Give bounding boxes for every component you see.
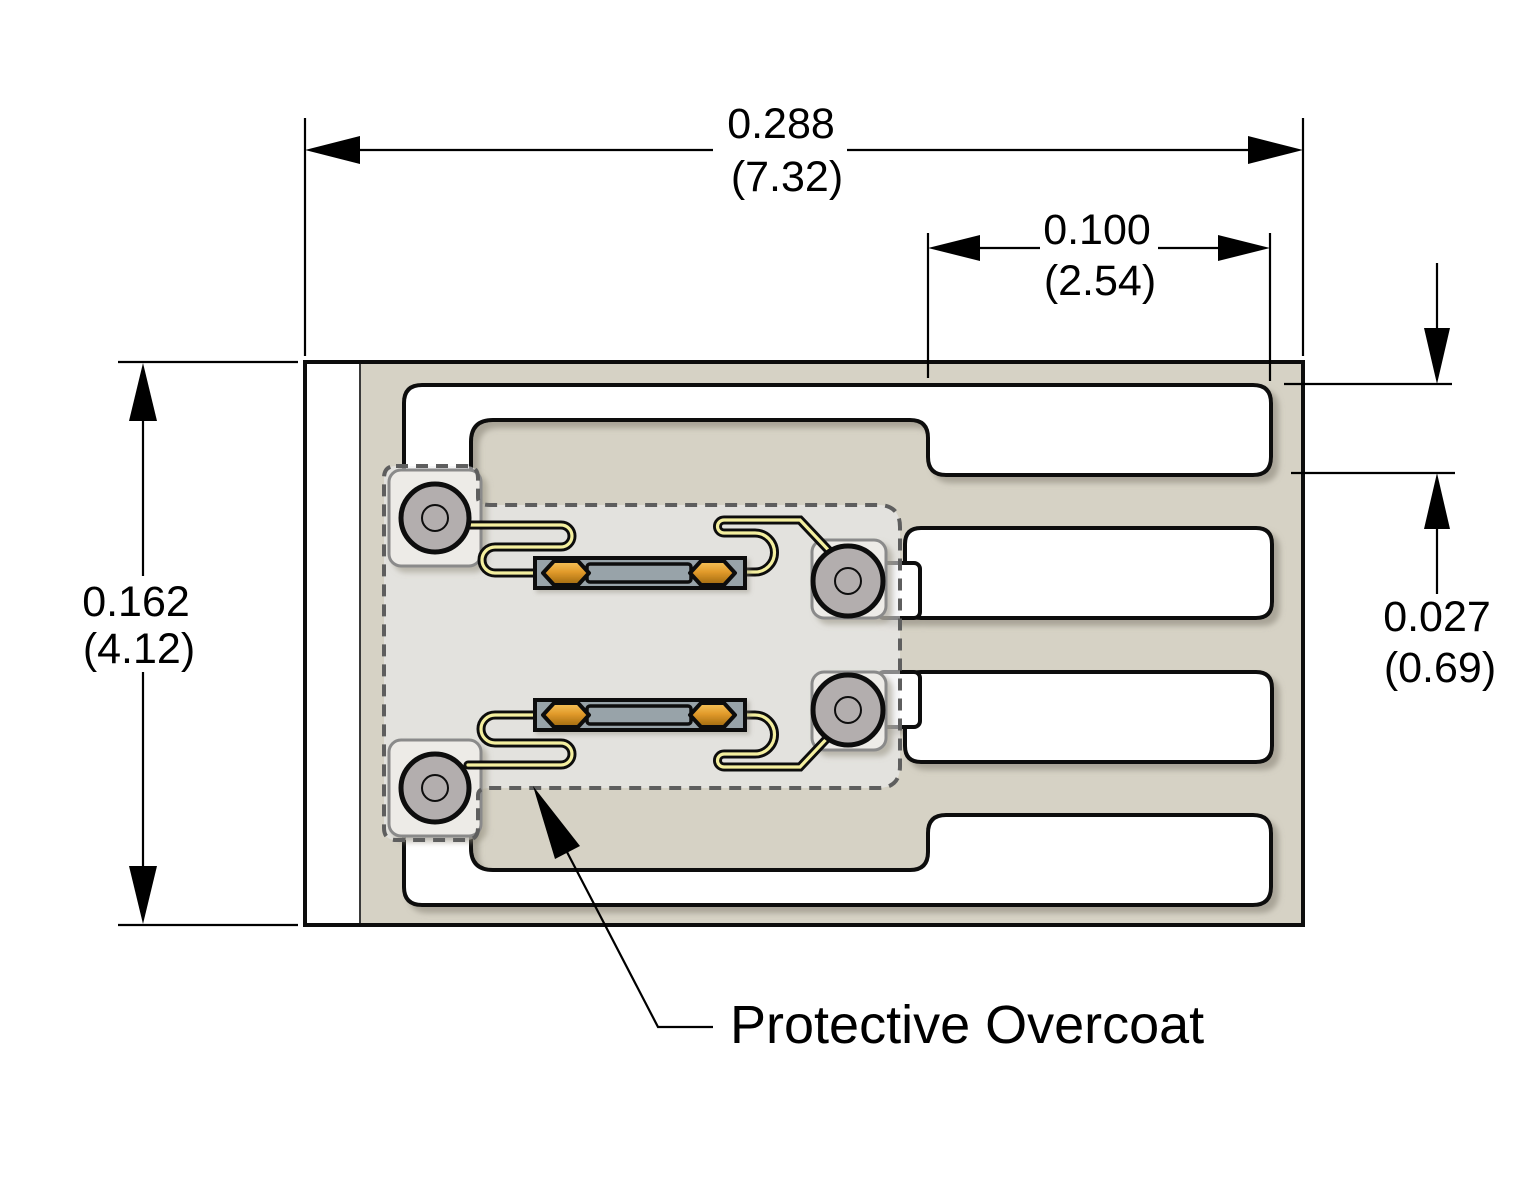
arrow-down-icon	[1424, 328, 1450, 384]
dimension-tab-width: 0.100 (2.54)	[926, 206, 1272, 381]
element-bar	[585, 704, 693, 726]
dim-width-mm: (7.32)	[731, 153, 843, 201]
bond-wire-top-left	[463, 520, 577, 578]
dimension-tab-height: 0.027 (0.69)	[1284, 263, 1496, 692]
bond-wires	[463, 515, 839, 772]
dim-tab-width-mm: (2.54)	[1044, 257, 1156, 305]
solder-tab-3	[903, 670, 1274, 764]
leader-arrow-icon	[533, 786, 580, 859]
sensing-element-bottom	[533, 698, 747, 732]
bond-wire-bottom-right	[713, 710, 839, 772]
arrow-up-icon	[129, 363, 157, 421]
dim-tab-height-mm: (0.69)	[1384, 644, 1496, 692]
dim-tab-height-inches: 0.027	[1383, 593, 1491, 641]
bond-wire-top-right	[713, 515, 839, 577]
element-terminal-left	[541, 559, 591, 587]
bond-pad-top-left	[398, 481, 472, 555]
overcoat-callout: Protective Overcoat	[533, 786, 1204, 1055]
element-bar	[585, 562, 693, 584]
sensing-element-top	[533, 556, 747, 590]
overcoat-label: Protective Overcoat	[730, 995, 1204, 1055]
arrow-right-icon	[1248, 136, 1303, 164]
arrow-left-icon	[928, 235, 980, 261]
arrow-up-icon	[1424, 473, 1450, 529]
conductor-bottom-trace	[402, 758, 1273, 907]
dim-height-mm: (4.12)	[83, 625, 195, 673]
dim-width-inches: 0.288	[727, 100, 835, 148]
bond-pad-bottom-left	[398, 751, 472, 825]
bond-wire-bottom-left	[463, 710, 577, 770]
bond-pads	[398, 481, 886, 825]
protective-overcoat-outline	[382, 464, 902, 842]
element-terminal-left	[541, 701, 591, 729]
bond-pad-bottom-right	[810, 672, 886, 748]
element-terminal-right	[688, 701, 737, 729]
arrow-down-icon	[129, 866, 157, 924]
dim-height-inches: 0.162	[82, 578, 190, 626]
conductor-top-trace	[402, 383, 1273, 542]
arrow-right-icon	[1218, 235, 1270, 261]
dimension-overall-width: 0.288 (7.32)	[303, 100, 1305, 356]
element-terminal-right	[688, 559, 737, 587]
dim-tab-width-inches: 0.100	[1043, 206, 1151, 254]
substrate-left-margin	[307, 364, 360, 923]
arrow-left-icon	[305, 136, 360, 164]
dimension-overall-height: 0.162 (4.12)	[82, 360, 298, 927]
bond-pad-top-right	[810, 543, 886, 619]
solder-tab-2	[903, 526, 1274, 620]
